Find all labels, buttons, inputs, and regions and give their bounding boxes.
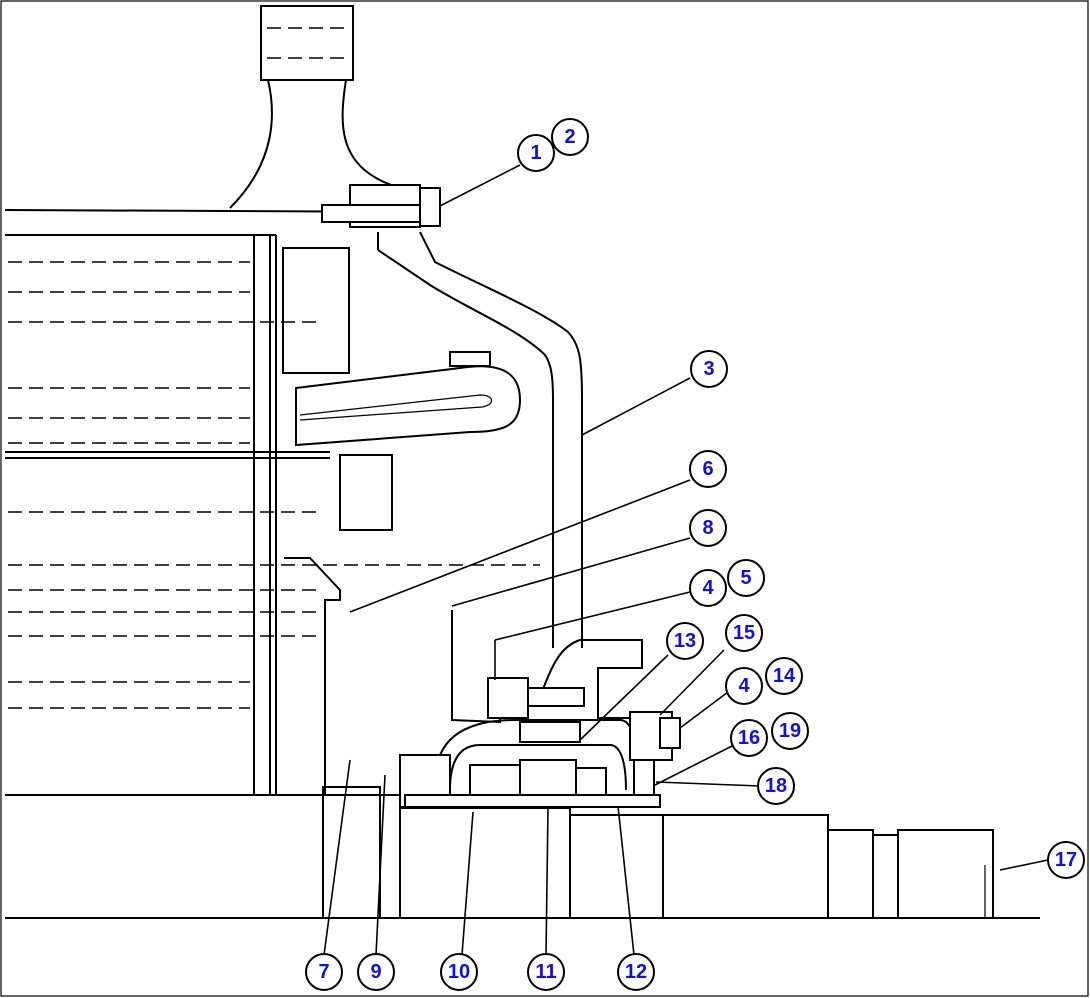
callout-4-upper: 4 — [689, 569, 727, 607]
callout-14: 14 — [765, 657, 803, 695]
svg-text:3: 3 — [703, 358, 714, 380]
housing-upper — [4, 5, 441, 228]
seal-assembly — [399, 610, 681, 808]
svg-text:17: 17 — [1055, 849, 1077, 871]
callout-11: 11 — [527, 953, 565, 991]
callout-8: 8 — [689, 509, 727, 547]
svg-text:7: 7 — [318, 961, 329, 983]
callouts: 2 1 3 6 8 5 4 15 13 14 4 19 16 18 17 7 9… — [305, 118, 1085, 991]
callout-16: 16 — [730, 719, 768, 757]
rotor-block — [5, 234, 540, 796]
callout-10: 10 — [440, 953, 478, 991]
callout-17: 17 — [1047, 841, 1085, 879]
svg-text:12: 12 — [625, 961, 647, 983]
svg-text:14: 14 — [773, 665, 796, 687]
svg-text:6: 6 — [702, 458, 713, 480]
callout-7: 7 — [305, 953, 343, 991]
svg-text:8: 8 — [702, 517, 713, 539]
svg-text:1: 1 — [530, 142, 541, 164]
leader-lines — [323, 164, 1049, 956]
svg-text:5: 5 — [740, 567, 751, 589]
callout-13: 13 — [666, 622, 704, 660]
svg-text:4: 4 — [738, 675, 750, 697]
svg-text:16: 16 — [738, 727, 760, 749]
callout-18: 18 — [757, 767, 795, 805]
callout-15: 15 — [725, 614, 763, 652]
svg-text:10: 10 — [448, 961, 470, 983]
svg-text:13: 13 — [674, 630, 696, 652]
svg-text:19: 19 — [779, 720, 801, 742]
svg-text:9: 9 — [370, 961, 381, 983]
svg-text:15: 15 — [733, 622, 755, 644]
callout-6: 6 — [689, 450, 727, 488]
callout-3: 3 — [690, 350, 728, 388]
lever-arm — [295, 351, 522, 447]
callout-4-lower: 4 — [725, 667, 763, 705]
callout-5: 5 — [727, 559, 765, 597]
callout-9: 9 — [357, 953, 395, 991]
svg-text:2: 2 — [564, 126, 575, 148]
svg-text:4: 4 — [702, 577, 714, 599]
callout-19: 19 — [771, 712, 809, 750]
duct-pipe — [377, 231, 583, 648]
shaft — [5, 786, 1040, 919]
callout-2: 2 — [551, 118, 589, 156]
svg-text:11: 11 — [535, 961, 556, 983]
svg-text:18: 18 — [765, 775, 787, 797]
callout-12: 12 — [617, 953, 655, 991]
callout-1: 1 — [517, 134, 555, 172]
